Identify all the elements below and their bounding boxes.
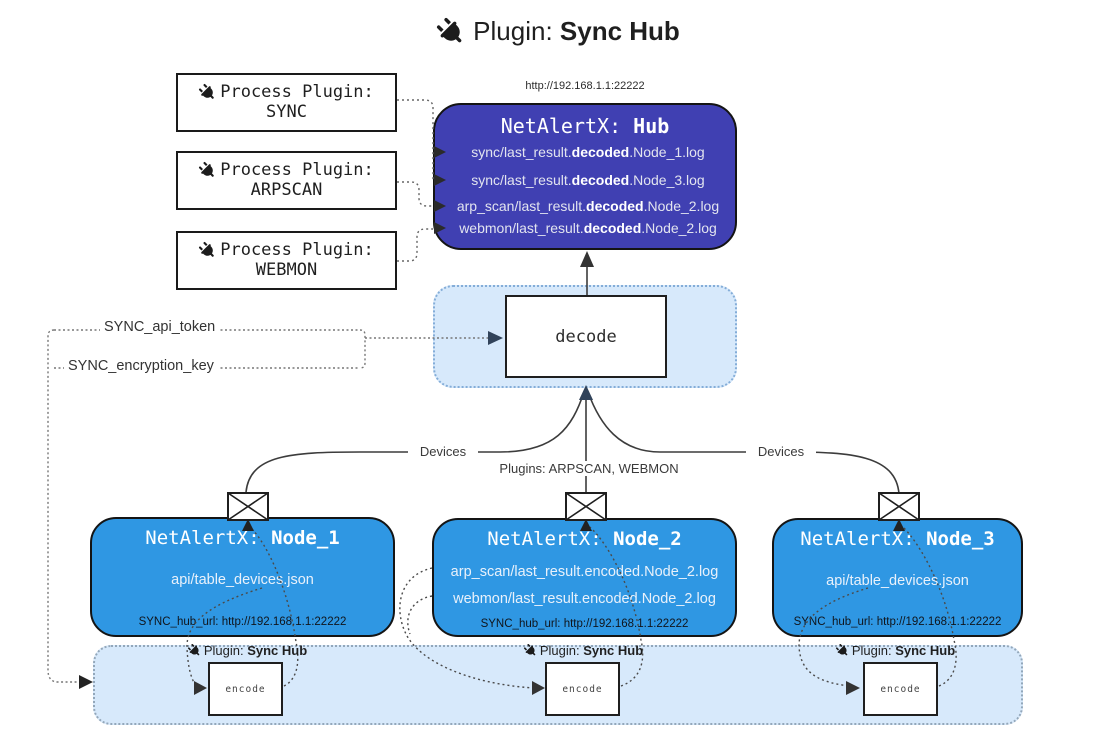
node-1-box[interactable]: NetAlertX: Node_1 api/table_devices.json… bbox=[90, 517, 395, 637]
encode-box-3[interactable]: encode bbox=[863, 662, 938, 716]
hub-log-line: webmon/last_result.decoded.Node_2.log bbox=[459, 220, 717, 236]
encode-plugin-label-1: Plugin: Sync Hub bbox=[160, 643, 335, 658]
node-title: NetAlertX: Node_1 bbox=[145, 527, 340, 549]
devices-left-label: Devices bbox=[408, 444, 478, 459]
envelope-icon-node3 bbox=[878, 492, 920, 521]
node-hub-url: SYNC_hub_url: http://192.168.1.1:22222 bbox=[793, 616, 1002, 628]
hub-box[interactable]: NetAlertX: Hub sync/last_result.decoded.… bbox=[433, 103, 737, 250]
node-file-line: api/table_devices.json bbox=[171, 572, 314, 588]
node-3-box[interactable]: NetAlertX: Node_3 api/table_devices.json… bbox=[772, 518, 1023, 637]
hub-title: NetAlertX: Hub bbox=[500, 114, 670, 138]
plug-icon bbox=[196, 158, 220, 182]
edge-nodes-to-decode bbox=[245, 390, 900, 495]
title-bold-text: Sync Hub bbox=[559, 16, 680, 46]
process-plugin-sync-box[interactable]: Process Plugin: SYNC bbox=[176, 73, 397, 132]
process-plugin-label: Process Plugin: bbox=[220, 239, 374, 260]
plug-icon bbox=[431, 12, 471, 52]
hub-log-line: arp_scan/last_result.decoded.Node_2.log bbox=[456, 198, 720, 214]
sync-encryption-key-label: SYNC_encryption_key bbox=[64, 358, 218, 374]
process-plugin-name: ARPSCAN bbox=[250, 179, 323, 200]
page-title: Plugin: Sync Hub bbox=[0, 16, 1117, 47]
decode-box[interactable]: decode bbox=[505, 295, 667, 378]
envelope-icon-node2 bbox=[565, 492, 607, 521]
process-plugin-name: WEBMON bbox=[255, 259, 318, 280]
encode-box-2[interactable]: encode bbox=[545, 662, 620, 716]
encode-label: encode bbox=[225, 683, 266, 695]
hub-url: http://192.168.1.1:22222 bbox=[525, 80, 645, 92]
encode-label: encode bbox=[562, 683, 603, 695]
node-file-line: arp_scan/last_result.encoded.Node_2.log bbox=[450, 564, 719, 580]
encode-box-1[interactable]: encode bbox=[208, 662, 283, 716]
plug-icon bbox=[833, 641, 851, 659]
encode-label: encode bbox=[880, 683, 921, 695]
node-hub-url: SYNC_hub_url: http://192.168.1.1:22222 bbox=[138, 616, 347, 628]
process-plugin-name: SYNC bbox=[266, 101, 307, 122]
title-text: Plugin: bbox=[473, 16, 560, 46]
node-2-box[interactable]: NetAlertX: Node_2 arp_scan/last_result.e… bbox=[432, 518, 737, 637]
process-plugin-webmon-box[interactable]: Process Plugin: WEBMON bbox=[176, 231, 397, 290]
decode-label: decode bbox=[555, 326, 617, 347]
plug-icon bbox=[196, 238, 220, 262]
plugins-mid-label: Plugins: ARPSCAN, WEBMON bbox=[486, 461, 692, 476]
hub-log-line: sync/last_result.decoded.Node_1.log bbox=[471, 144, 705, 160]
process-plugin-label: Process Plugin: bbox=[220, 81, 374, 102]
node-title: NetAlertX: Node_2 bbox=[487, 528, 682, 550]
node-title: NetAlertX: Node_3 bbox=[800, 528, 995, 550]
process-plugin-arpscan-box[interactable]: Process Plugin: ARPSCAN bbox=[176, 151, 397, 210]
encode-plugin-label-2: Plugin: Sync Hub bbox=[496, 643, 671, 658]
hub-log-line: sync/last_result.decoded.Node_3.log bbox=[471, 172, 705, 188]
node-file-line: webmon/last_result.encoded.Node_2.log bbox=[453, 591, 716, 607]
encode-plugin-label-3: Plugin: Sync Hub bbox=[808, 643, 983, 658]
node-file-line: api/table_devices.json bbox=[826, 573, 969, 589]
envelope-icon-node1 bbox=[227, 492, 269, 521]
plug-icon bbox=[185, 641, 203, 659]
node-hub-url: SYNC_hub_url: http://192.168.1.1:22222 bbox=[480, 618, 689, 630]
plug-icon bbox=[196, 80, 220, 104]
plug-icon bbox=[521, 641, 539, 659]
arrow-into-encode-band bbox=[79, 675, 93, 689]
edge-process-plugins-to-hub bbox=[397, 99, 434, 262]
devices-right-label: Devices bbox=[746, 444, 816, 459]
process-plugin-label: Process Plugin: bbox=[220, 159, 374, 180]
sync-api-token-label: SYNC_api_token bbox=[100, 319, 220, 335]
